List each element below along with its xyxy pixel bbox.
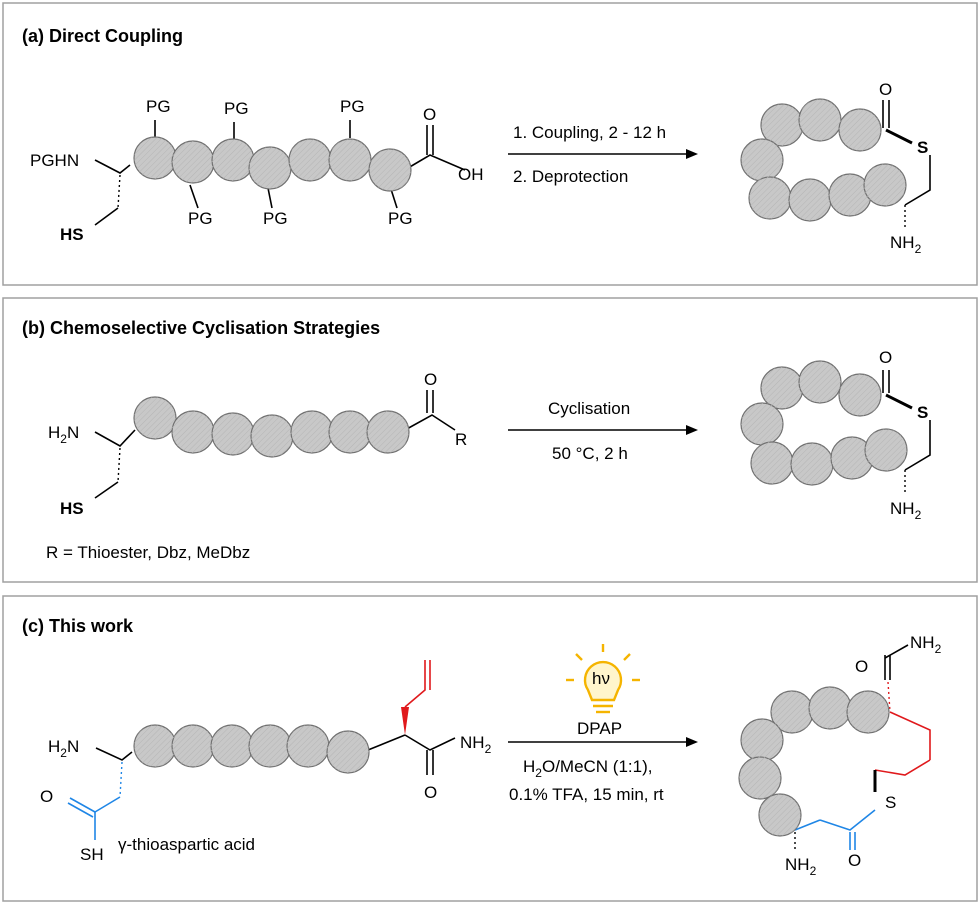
pg-label: PG [224,99,249,118]
amide-label: NH2 [460,733,492,756]
sulfur-label: S [917,403,928,422]
sulfur-label: S [917,138,928,157]
thioester-o-label: O [879,348,892,367]
amine-label: NH2 [785,855,817,878]
pg-label: PG [188,209,213,228]
reaction-arrow-a: 1. Coupling, 2 - 12 h 2. Deprotection [508,123,698,186]
reaction-arrow-b: Cyclisation 50 °C, 2 h [508,399,698,463]
panel-a: (a) Direct Coupling [2,2,978,286]
panel-c: (c) This work [2,595,978,902]
light-bulb-icon: hν [566,644,640,714]
thioaspartic-acid-label: γ-thioaspartic acid [118,835,255,854]
condition-step-2: 2. Deprotection [513,167,628,186]
condition-reagent: Cyclisation [548,399,630,418]
thioacid-sh-label: SH [80,845,104,864]
reaction-arrow-c: hν DPAP H2O/MeCN (1:1), 0.1% TFA, 15 min… [508,644,698,804]
pg-label: PG [340,97,365,116]
panel-b-linear-peptide: H2N HS O R R = Thioester, Dbz, MeDbz [46,370,467,562]
thiol-label: HS [60,499,84,518]
amine-label: H2N [48,737,79,760]
panel-b-title: (b) Chemoselective Cyclisation Strategie… [22,318,380,338]
amide-nh2-label: NH2 [910,633,942,656]
pg-label: PG [146,97,171,116]
hv-label: hν [592,669,610,688]
amine-label: NH2 [890,499,922,522]
solvent-label: H2O/MeCN (1:1), [523,757,653,780]
carbonyl-o-label: O [424,370,437,389]
panel-a-linear-peptide: PGHN HS PG PG PG PG PG PG O OH [30,97,484,244]
thiol-label: HS [60,225,84,244]
r-group-label: R [455,430,467,449]
pg-label: PG [388,209,413,228]
condition-temp-time: 50 °C, 2 h [552,444,628,463]
panel-b-frame [2,297,978,583]
reagent-label: DPAP [577,719,622,738]
amide-o-label: O [855,657,868,676]
thioether-s-label: S [885,793,896,812]
cyclic-product-b: O S NH2 [740,348,931,522]
hydroxyl-label: OH [458,165,484,184]
panel-a-title: (a) Direct Coupling [22,26,183,46]
thioester-o-label: O [879,80,892,99]
carbonyl-o-label: O [423,105,436,124]
conditions-label: 0.1% TFA, 15 min, rt [509,785,664,804]
thioester-o-label: O [848,851,861,870]
r-definition: R = Thioester, Dbz, MeDbz [46,543,250,562]
thioacid-o-label: O [40,787,53,806]
panel-c-linear-peptide: H2N O SH γ-thioaspartic acid NH2 O [40,660,492,864]
panel-c-title: (c) This work [22,616,134,636]
pg-label: PG [263,209,288,228]
amide-o-label: O [424,783,437,802]
amine-label: H2N [48,423,79,446]
pghn-label: PGHN [30,151,79,170]
panel-b: (b) Chemoselective Cyclisation Strategie… [2,297,978,583]
amine-label: NH2 [890,233,922,256]
cyclic-product-a: O S NH2 [740,80,931,256]
condition-step-1: 1. Coupling, 2 - 12 h [513,123,666,142]
cyclic-product-c: O NH2 S O NH2 [738,633,942,878]
